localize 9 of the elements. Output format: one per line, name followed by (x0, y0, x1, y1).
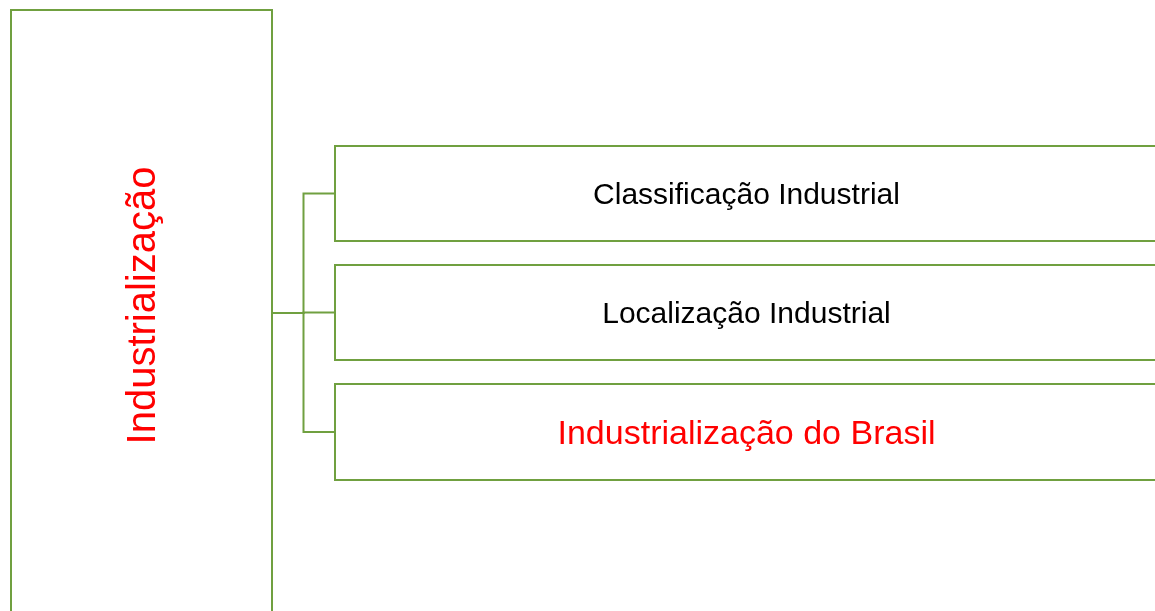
topic-box (334, 145, 1155, 242)
topic-box (10, 9, 273, 611)
topic-label: Industrialização do Brasil (557, 412, 936, 452)
connector-line (272, 312, 335, 433)
topic-label: Classificação Industrial (593, 176, 900, 211)
topic-label: Localização Industrial (602, 295, 891, 330)
topic-box (334, 383, 1155, 481)
topic-label: Industrialização (119, 166, 164, 444)
topic-box (334, 264, 1155, 361)
